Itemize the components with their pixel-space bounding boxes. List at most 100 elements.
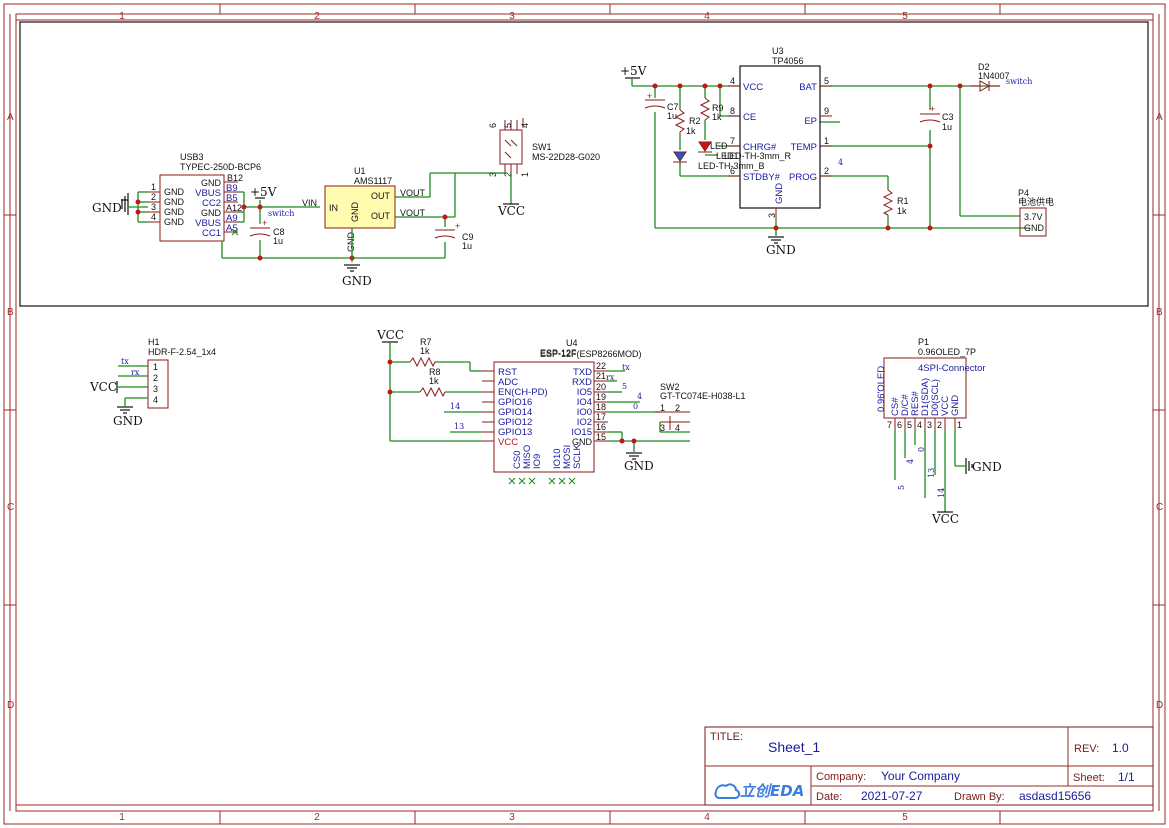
plus5v-tp: +5V <box>620 64 647 79</box>
pin-number: 4 <box>151 212 156 222</box>
pin-name: CHRG# <box>743 142 777 153</box>
pin-name: PROG <box>789 172 817 183</box>
net-label-5: 5 <box>622 382 627 391</box>
net-label-0: 0 <box>917 447 926 452</box>
pin-number: 9 <box>824 106 829 116</box>
wifi-module-u4[interactable]: U4 ESP-12F(ESP8266MOD) ESP-12F RST ADC E… <box>482 338 642 485</box>
u4-right-pin-stubs <box>594 370 608 442</box>
pin-name: STDBY# <box>743 172 781 183</box>
column-label: 2 <box>314 812 320 823</box>
pin-number: 1 <box>957 420 962 430</box>
header-h1[interactable]: H1 HDR-F-2.54_1x4 1 2 3 4 <box>147 337 216 409</box>
row-label: B <box>1156 307 1163 318</box>
switch-sw1[interactable]: SW1 MS-22D28-G020 6 5 4 3 2 1 <box>488 118 600 177</box>
net-label-rx: rx <box>606 373 615 382</box>
pin-number: 6 <box>730 166 735 176</box>
h1-ref: H1 <box>148 337 160 347</box>
resistor-r2[interactable]: R2 1k <box>674 109 701 136</box>
pin-name: CS0 <box>512 451 523 469</box>
gnd-symbol-u1: GND <box>342 264 372 288</box>
no-connect-mark <box>231 228 239 236</box>
net-label-5v: +5V <box>250 185 277 199</box>
p1-value: 0.96OLED_7P <box>918 347 976 357</box>
pin-name: IO9 <box>532 454 543 469</box>
pin-number: 2 <box>503 172 513 177</box>
h1-value: HDR-F-2.54_1x4 <box>148 347 216 357</box>
company-value: Your Company <box>881 769 960 783</box>
capacitor-c9[interactable]: + C9 1u <box>434 221 474 251</box>
net-label-13: 13 <box>454 422 464 431</box>
resistor-r8[interactable]: R8 1k <box>419 367 446 398</box>
pin-number: 8 <box>730 106 735 116</box>
pin-name: VCC <box>940 396 951 416</box>
pin-number: B5 <box>226 193 238 204</box>
sw2-ref: SW2 <box>660 382 680 392</box>
led-red[interactable]: LED LED1 LED-TH-3mm_R <box>698 141 792 161</box>
r8-value: 1k <box>429 376 439 386</box>
battery-connector-p4[interactable]: P4 电池供电 3.7V GND <box>1018 188 1054 237</box>
row-label: A <box>7 112 14 123</box>
vcc-symbol-p1: VCC <box>931 511 959 526</box>
pin-name: GPIO16 <box>498 397 532 408</box>
resistor-r7[interactable]: R7 1k <box>409 337 436 368</box>
net-label-14: 14 <box>937 488 946 498</box>
pin-name: GPIO12 <box>498 417 532 428</box>
pin-number: 19 <box>596 392 606 402</box>
pin-number: 20 <box>596 382 606 392</box>
capacitor-c7[interactable]: + C7 1u <box>644 91 679 121</box>
pin-number: 2 <box>153 373 158 383</box>
pin-number: 3 <box>767 213 777 218</box>
u1-value: AMS1117 <box>354 176 392 186</box>
net-label-switch: switch <box>268 209 294 218</box>
drawn-by-value: asdasd15656 <box>1019 789 1091 803</box>
pin-name: IO0 <box>577 407 592 418</box>
row-label: C <box>1156 502 1163 513</box>
c3-ref: C3 <box>942 112 954 122</box>
gnd-symbol-h1: GND <box>113 406 143 428</box>
pin-number: 1 <box>151 182 156 192</box>
charger-u3[interactable]: U3 TP4056 4 8 7 6 VCC CE CHRG# STDBY# 5 … <box>728 46 843 222</box>
pin-name: IO15 <box>571 427 592 438</box>
r2-value: 1k <box>686 126 696 136</box>
regulator-u1[interactable]: U1 AMS1117 IN OUT OUT GND VIN VOUT VOUT … <box>302 166 426 252</box>
led-blue[interactable]: LED-TH-3mm_B <box>673 151 765 171</box>
pin-name: GPIO13 <box>498 427 532 438</box>
net-label-vcc: VCC <box>497 204 525 218</box>
u4-value: ESP-12F(ESP8266MOD) <box>540 349 642 359</box>
oled-connector-p1[interactable]: P1 0.96OLED_7P 4SPI-Connector 0.96'OLED … <box>876 337 986 430</box>
capacitor-c3[interactable]: + C3 1u <box>919 104 954 132</box>
u1-gnd-pin-label: GND <box>346 232 356 253</box>
power-section-box <box>19 21 1149 307</box>
pin-number: 22 <box>596 361 606 371</box>
pin-number: 3 <box>151 202 156 212</box>
pin-name: MOSI <box>562 445 573 469</box>
r2-ref: R2 <box>689 116 701 126</box>
pin-name: IO4 <box>577 397 592 408</box>
diode-d2[interactable]: D2 1N4007 switch <box>970 62 1032 92</box>
button-sw2[interactable]: SW2 GT-TC074E-H038-L1 1 2 3 4 <box>655 382 746 433</box>
r7-ref: R7 <box>420 337 432 347</box>
usb3-connector[interactable]: USB3 TYPEC-250D-BCP6 1 2 3 4 GND GND GND… <box>148 152 261 242</box>
pin-name: RST <box>498 367 517 378</box>
sw2-value: GT-TC074E-H038-L1 <box>660 391 746 401</box>
row-label: C <box>7 502 14 513</box>
capacitor-c8[interactable]: + C8 1u <box>249 218 285 246</box>
p1-ref: P1 <box>918 337 929 347</box>
net-label-5: 5 <box>897 485 906 490</box>
u4-value-overlap: ESP-12F <box>540 348 577 358</box>
d2-ref: D2 <box>978 62 990 72</box>
vcc-symbol-h1: VCC <box>89 380 118 394</box>
pin-name: GND <box>774 183 785 204</box>
row-label: A <box>1156 112 1163 123</box>
vcc-symbol-sw1: VCC <box>497 203 525 218</box>
pin-number: 1 <box>824 136 829 146</box>
h1-wires <box>118 365 148 406</box>
plus5v-usb: +5V <box>250 185 277 199</box>
net-label-0: 0 <box>633 402 638 411</box>
column-label: 4 <box>704 11 710 22</box>
resistor-r1[interactable]: R1 1k <box>882 189 909 216</box>
resistor-r9[interactable]: R9 1k <box>699 97 724 122</box>
pin-number: 1 <box>660 403 665 413</box>
net-label-gnd: GND <box>766 243 796 257</box>
